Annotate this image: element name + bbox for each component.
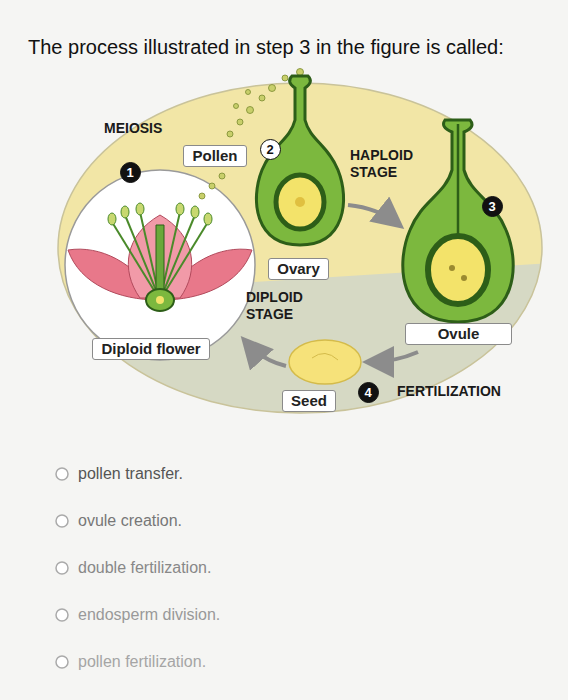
box-label: Seed	[291, 392, 327, 409]
cycle-arrow	[370, 352, 418, 362]
box-label: Ovary	[277, 260, 320, 277]
answer-option: pollen fertilization.	[78, 652, 206, 671]
callout-text: 2	[266, 142, 273, 157]
sperm-nucleus	[449, 265, 455, 271]
box-label: Ovule	[438, 325, 480, 342]
flower-ovule	[156, 296, 164, 304]
fertilized-ovary-illustration	[403, 120, 513, 322]
stage-label: DIPLOID STAGE	[246, 289, 328, 323]
radio-button	[56, 562, 68, 574]
diploid-flower-box: Diploid flower	[92, 338, 210, 360]
question-title: The process illustrated in step 3 in the…	[28, 36, 504, 59]
callout-text: 3	[488, 199, 495, 214]
answer-option: endosperm division.	[78, 605, 220, 624]
ovule-shape	[276, 175, 324, 229]
ovule-shape	[428, 236, 488, 304]
cycle-arrow	[246, 342, 286, 366]
seed-shape	[289, 340, 361, 384]
seed-illustration	[289, 340, 361, 384]
callout-number: 4	[358, 382, 379, 403]
pollen-box: Pollen	[183, 145, 247, 167]
ovule-box: Ovule	[405, 323, 512, 345]
embryo-line	[312, 353, 338, 360]
flower-illustration	[65, 170, 255, 360]
callout-number: 2	[260, 139, 281, 160]
radio-button	[56, 468, 68, 480]
radio-buttons	[56, 468, 68, 668]
cycle-arrows	[246, 205, 418, 366]
answer-option: double fertilization.	[78, 558, 211, 577]
answer-option: ovule creation.	[78, 511, 182, 530]
sperm-nucleus	[461, 275, 467, 281]
callout-text: 4	[364, 385, 371, 400]
radio-button	[56, 515, 68, 527]
radio-button	[56, 656, 68, 668]
stage-label: MEIOSIS	[104, 120, 162, 137]
answer-option: pollen transfer.	[78, 464, 183, 483]
flower-frame	[65, 170, 255, 360]
seed-box: Seed	[282, 390, 336, 412]
callout-number: 1	[120, 162, 141, 183]
ovary-outline	[403, 120, 513, 322]
anthers	[108, 203, 212, 225]
stage-label: HAPLOID STAGE	[350, 147, 436, 181]
ovary-outline	[256, 76, 343, 245]
callout-number: 3	[482, 196, 503, 217]
flower-ovary	[146, 289, 174, 311]
egg-cell	[295, 197, 305, 207]
box-label: Diploid flower	[101, 340, 200, 357]
ovary-box: Ovary	[268, 258, 329, 280]
step-label: FERTILIZATION	[397, 383, 501, 400]
pollen-tube	[457, 124, 460, 236]
stamens	[112, 212, 208, 300]
box-label: Pollen	[192, 147, 237, 164]
callout-text: 1	[126, 165, 133, 180]
radio-button	[56, 609, 68, 621]
ovary-illustration	[256, 76, 343, 245]
cycle-arrow	[348, 205, 398, 224]
